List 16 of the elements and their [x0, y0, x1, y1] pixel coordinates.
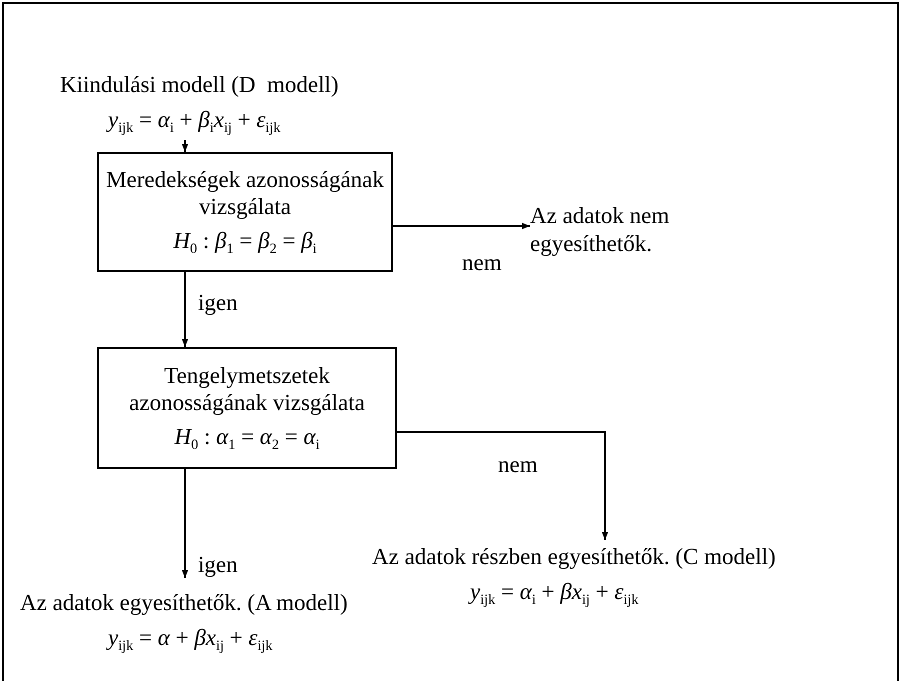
node-text: H$_{0}$ : α$_{1}$ = α$_{2}$ = α$_{i}$ — [174, 423, 320, 454]
node-text: Kiindulási modell (D modell) — [60, 70, 339, 98]
node-text: Az adatok részben egyesíthetők. (C modell) — [372, 542, 776, 570]
process-box — [97, 152, 393, 272]
arrow — [393, 222, 530, 230]
node-text: y$_{ijk}$ = α + βx$_{ij}$ + ε$_{ijk}$ — [108, 624, 273, 656]
node-text: y$_{ijk}$ = α$_{i}$ + β$_{i}$x$_{ij}$ + ε$_{ijk}$ — [108, 106, 280, 138]
node-text: H$_{0}$ : β$_{1}$ = β$_{2}$ = β$_{i}$ — [173, 227, 317, 258]
node-text: Az adatok egyesíthetők. (A modell) — [20, 588, 348, 616]
arrow — [182, 140, 188, 152]
node-text: Az adatok nem egyesíthetők. — [530, 202, 670, 258]
node-text: y$_{ijk}$ = α$_{i}$ + βx$_{ij}$ + ε$_{ijk}$ — [470, 578, 638, 610]
arrow — [182, 272, 188, 347]
arrow — [182, 469, 188, 578]
process-box — [97, 347, 397, 469]
arrow — [397, 431, 608, 540]
